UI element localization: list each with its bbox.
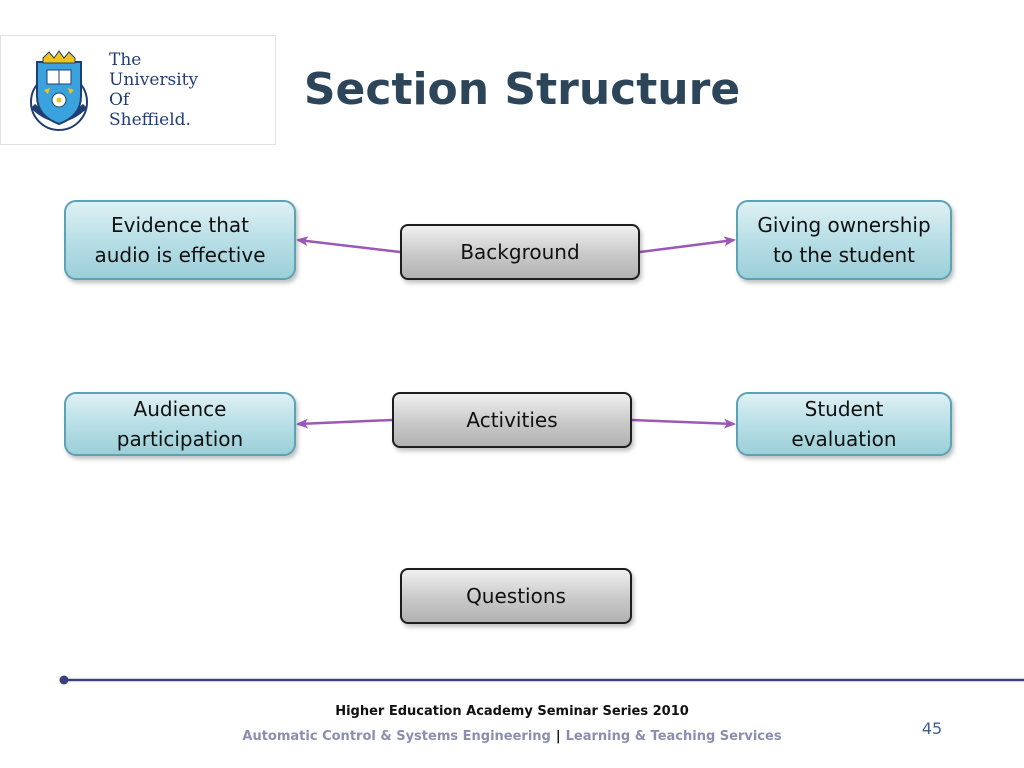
footer-credits: Automatic Control & Systems Engineering |… xyxy=(220,728,804,746)
node-label: Evidence that audio is effective xyxy=(94,213,266,267)
node-label: Questions xyxy=(466,584,566,608)
footer-series: Higher Education Academy Seminar Series … xyxy=(335,704,689,719)
page-number: 45 xyxy=(921,719,943,738)
node-label: Activities xyxy=(466,408,558,432)
node-evidence: Evidence that audio is effective xyxy=(64,200,296,280)
footer-department: Automatic Control & Systems Engineering xyxy=(242,729,551,744)
arrow-background-to-evidence xyxy=(296,236,401,254)
node-label: Student evaluation xyxy=(791,397,897,451)
university-name-line: Sheffield. xyxy=(109,110,191,130)
footer-service: Learning & Teaching Services xyxy=(565,729,782,744)
node-label: Audience participation xyxy=(116,397,244,451)
slide-title: Section Structure xyxy=(303,64,741,115)
footer-rule xyxy=(59,675,1024,685)
arrow-activities-to-evaluation xyxy=(631,418,736,429)
university-name-line: The xyxy=(109,50,142,70)
university-logo: The University Of Sheffield. xyxy=(0,35,276,145)
node-label: Giving ownership to the student xyxy=(757,213,931,267)
university-crest-icon xyxy=(30,50,88,131)
node-label: Background xyxy=(460,240,580,264)
arrow-background-to-ownership xyxy=(639,236,736,254)
footer-separator: | xyxy=(555,729,561,744)
university-name-line: Of xyxy=(109,90,130,110)
university-name: The University Of Sheffield. xyxy=(109,50,198,130)
university-name-line: University xyxy=(109,70,199,90)
node-audience: Audience participation xyxy=(64,392,296,456)
node-questions: Questions xyxy=(400,568,632,624)
node-evaluation: Student evaluation xyxy=(736,392,952,456)
arrow-activities-to-audience xyxy=(296,418,393,429)
node-ownership: Giving ownership to the student xyxy=(736,200,952,280)
node-background: Background xyxy=(400,224,640,280)
node-activities: Activities xyxy=(392,392,632,448)
